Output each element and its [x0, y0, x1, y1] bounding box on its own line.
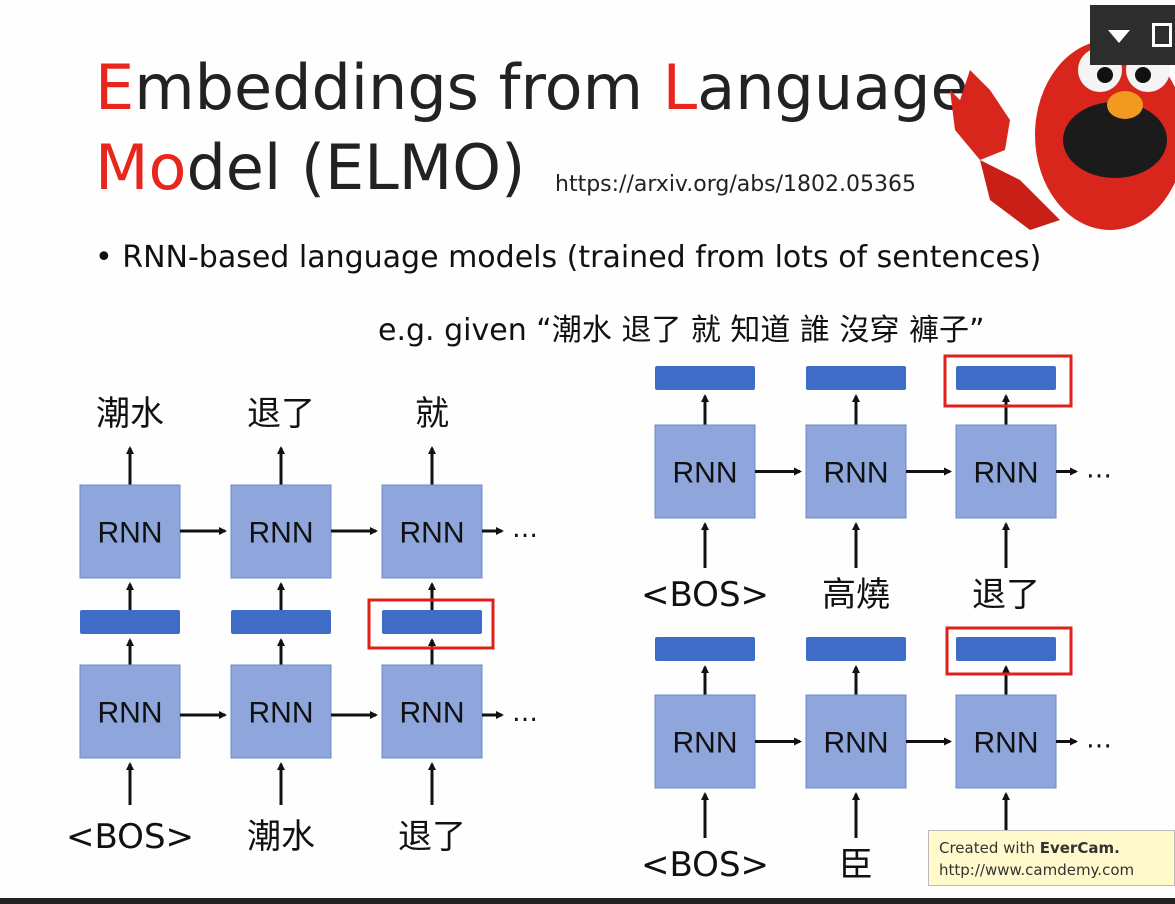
title-part: Mo — [95, 131, 187, 204]
player-controls[interactable] — [1090, 5, 1175, 65]
input-word: <BOS> — [66, 817, 194, 857]
embedding-bar — [382, 610, 482, 634]
rnn-box — [955, 424, 1057, 519]
watermark-prefix: Created with — [939, 839, 1040, 857]
embedding-bar — [956, 637, 1056, 661]
rnn-box — [654, 424, 756, 519]
rnn-box — [805, 424, 907, 519]
embedding-bar — [956, 366, 1056, 390]
rnn-box — [955, 694, 1057, 789]
rnn-label: RNN — [673, 457, 738, 490]
input-word: 退了 — [398, 817, 466, 857]
output-word: 就 — [415, 394, 449, 434]
rnn-box — [230, 484, 332, 579]
title-part: L — [662, 51, 698, 124]
rnn-label: RNN — [974, 457, 1039, 490]
rnn-box — [79, 484, 181, 579]
watermark-brand: EverCam. — [1039, 839, 1120, 857]
input-word: 高燒 — [822, 575, 890, 615]
rnn-box — [381, 484, 483, 579]
rnn-box — [79, 664, 181, 759]
paper-url: https://arxiv.org/abs/1802.05365 — [555, 172, 917, 197]
ellipsis: … — [512, 698, 538, 728]
rnn-label: RNN — [673, 727, 738, 760]
ellipsis: … — [1086, 725, 1112, 755]
rnn-label: RNN — [400, 517, 465, 550]
slide-title: Embeddings from Language Model (ELMO) — [95, 48, 969, 208]
rnn-label: RNN — [824, 727, 889, 760]
embedding-bar — [806, 366, 906, 390]
input-word: <BOS> — [641, 575, 769, 615]
input-word: 潮水 — [247, 817, 315, 857]
rnn-box — [805, 694, 907, 789]
rnn-label: RNN — [98, 517, 163, 550]
title-part: del (ELMO) — [186, 131, 526, 204]
rnn-label: RNN — [249, 697, 314, 730]
bullet-point: • RNN-based language models (trained fro… — [95, 240, 1042, 275]
title-line-1: Embeddings from Language — [95, 48, 969, 128]
dropdown-arrow-icon[interactable] — [1108, 30, 1130, 43]
title-part: mbeddings from — [134, 51, 663, 124]
rnn-label: RNN — [974, 727, 1039, 760]
rnn-label: RNN — [98, 697, 163, 730]
rnn-label: RNN — [400, 697, 465, 730]
title-line-2: Model (ELMO) — [95, 128, 969, 208]
example-sentence: e.g. given “潮水 退了 就 知道 誰 沒穿 褲子” — [378, 313, 985, 348]
elmo-illustration — [950, 40, 1175, 230]
title-part: anguage — [697, 51, 969, 124]
output-word: 潮水 — [96, 394, 164, 434]
evercam-watermark: Created with EverCam. http://www.camdemy… — [928, 830, 1175, 886]
window-restore-icon[interactable] — [1152, 23, 1172, 47]
input-word: 臣 — [839, 845, 873, 885]
input-word: <BOS> — [641, 845, 769, 885]
bottom-border — [0, 898, 1175, 904]
rnn-box — [381, 664, 483, 759]
rnn-label: RNN — [824, 457, 889, 490]
output-word: 退了 — [247, 394, 315, 434]
embedding-bar — [655, 637, 755, 661]
ellipsis: … — [1086, 455, 1112, 485]
watermark-url: http://www.camdemy.com — [939, 861, 1135, 879]
highlight-box — [367, 598, 495, 650]
input-word: 退了 — [972, 575, 1040, 615]
embedding-bar — [806, 637, 906, 661]
rnn-box — [654, 694, 756, 789]
ellipsis: … — [512, 514, 538, 544]
embedding-bar — [655, 366, 755, 390]
embedding-bar — [231, 610, 331, 634]
title-part: E — [95, 51, 135, 124]
embedding-bar — [80, 610, 180, 634]
highlight-box — [943, 354, 1073, 408]
highlight-box — [945, 626, 1073, 676]
rnn-label: RNN — [249, 517, 314, 550]
rnn-box — [230, 664, 332, 759]
